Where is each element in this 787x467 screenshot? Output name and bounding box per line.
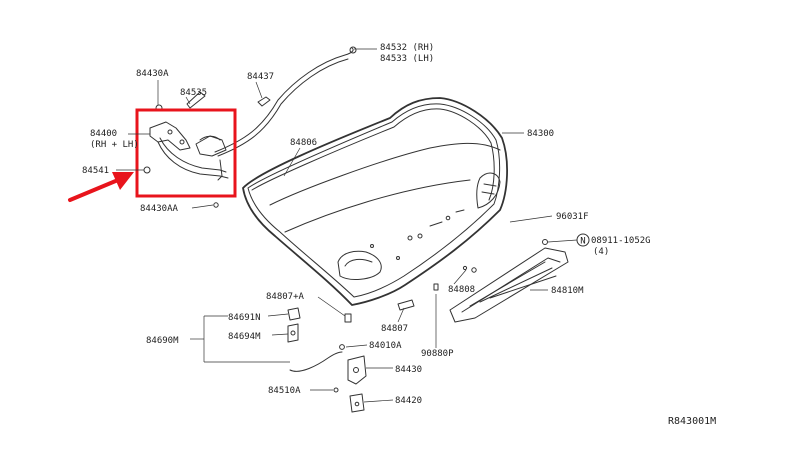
highlight-box [135,108,237,198]
label-96031F: 96031F [556,212,589,222]
label-84541: 84541 [82,166,109,176]
label-84808: 84808 [448,285,475,295]
label-84532: 84532 (RH) [380,43,434,53]
label-84430: 84430 [395,365,422,375]
clip-84437 [257,96,271,107]
label-84510A: 84510A [268,386,301,396]
label-84535: 84535 [180,88,207,98]
label-84533: 84533 (LH) [380,54,434,64]
part-labels: 84532 (RH) 84533 (LH) 84430A 84437 84535… [82,43,716,427]
label-08911: 08911-1052G [591,236,651,246]
svg-text:N: N [580,237,585,247]
label-84690M: 84690M [146,336,179,346]
label-90880P: 90880P [421,349,454,359]
highlight-arrow [68,172,134,202]
label-84691N: 84691N [228,313,261,323]
hinge-84400 [143,91,229,208]
trunk-lid-84300 [242,97,508,306]
weatherstrip-84806 [247,103,501,298]
label-84300: 84300 [527,129,554,139]
label-84807: 84807 [381,324,408,334]
label-84437: 84437 [247,72,274,82]
label-84400-rh-lh: (RH + LH) [90,140,139,150]
label-08911-qty: (4) [593,247,609,257]
label-84010A: 84010A [369,341,402,351]
circled-n-symbol: N [576,233,590,247]
diagram-reference-code: R843001M [668,416,716,427]
torsion-rod-84532 [214,46,357,157]
label-84420: 84420 [395,396,422,406]
leader-lines [116,48,578,403]
label-84806: 84806 [290,138,317,148]
label-84400: 84400 [90,129,117,139]
label-84430AA: 84430AA [140,204,179,214]
latch-parts [287,299,415,413]
label-84807A: 84807+A [266,292,305,302]
label-84430A: 84430A [136,69,169,79]
label-84694M: 84694M [228,332,261,342]
label-84810M: 84810M [551,286,584,296]
finisher-84810M [433,239,569,323]
